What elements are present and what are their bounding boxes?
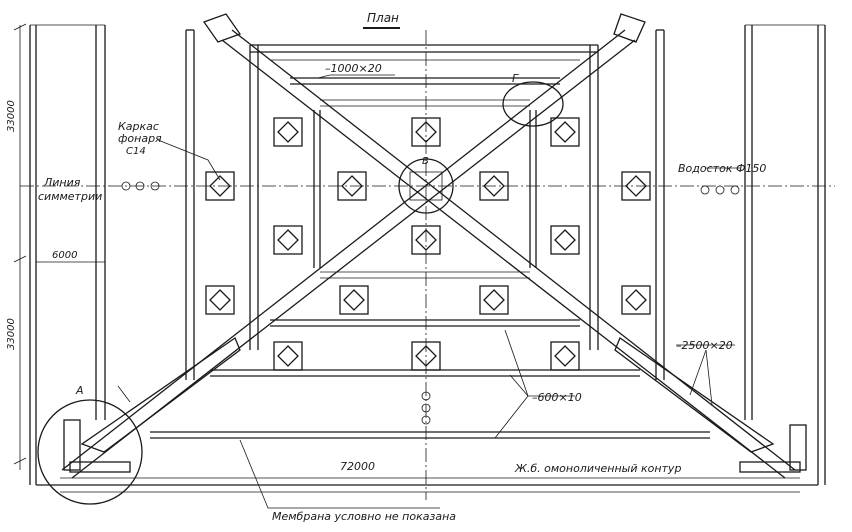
label-plate-top: –1000×20 <box>325 62 382 75</box>
label-plate-bottom: –600×10 <box>532 391 582 404</box>
label-lantern-frame-1: Каркас <box>118 120 159 133</box>
lantern-frame <box>411 225 441 255</box>
label-drain: Водосток Ф150 <box>678 162 766 175</box>
strut-end-caps <box>202 13 646 43</box>
lantern-frame <box>621 171 651 201</box>
label-node-a: А <box>75 384 84 397</box>
lantern-frame <box>479 285 509 315</box>
bottom-contour <box>36 419 818 486</box>
lantern-frame <box>205 171 235 201</box>
label-concrete-contour: Ж.б. омоноличенный контур <box>514 462 681 475</box>
node-g <box>502 81 564 127</box>
dimension-lower-half: 33000 <box>6 318 17 350</box>
lantern-frame <box>550 225 580 255</box>
right-edge-beams <box>744 24 826 485</box>
drain-symbols-bottom <box>421 391 431 425</box>
top-girders <box>250 44 598 107</box>
page-title: План <box>367 11 399 25</box>
drain-symbols-right <box>700 185 740 195</box>
lantern-frame <box>273 117 303 147</box>
label-membrane-note: Мембрана условно не показана <box>272 510 456 523</box>
label-node-g: Г <box>512 72 519 85</box>
label-symmetry-1: Линия <box>43 176 81 189</box>
lantern-frame <box>205 285 235 315</box>
dimension-offset: 6000 <box>52 250 77 261</box>
left-edge-beams <box>29 24 106 485</box>
diagonal-strut-ne-sw <box>61 29 636 479</box>
lantern-frame <box>273 341 303 371</box>
lantern-frame <box>550 117 580 147</box>
tapered-plate-right <box>614 337 775 453</box>
node-a <box>37 399 143 505</box>
node-v <box>398 158 454 214</box>
inner-frame-beams <box>185 29 665 380</box>
axis-lines <box>19 25 835 500</box>
label-lantern-frame-2: фонаря <box>118 132 162 145</box>
lantern-frame <box>479 171 509 201</box>
lantern-frame <box>411 117 441 147</box>
diagonal-strut-nw-se <box>221 29 796 479</box>
lantern-frame <box>273 225 303 255</box>
dimension-lines <box>13 23 800 493</box>
label-plate-right: –2500×20 <box>676 339 733 352</box>
lantern-frames <box>205 117 651 371</box>
label-lantern-frame-3: С14 <box>126 146 146 157</box>
drain-symbols-left <box>121 181 160 191</box>
tapered-plate-left <box>80 337 241 453</box>
bottom-girders <box>150 271 710 439</box>
lantern-frame <box>550 341 580 371</box>
dimension-total-width: 72000 <box>340 460 375 473</box>
lantern-frame <box>411 341 441 371</box>
inner-posts <box>313 110 537 268</box>
lantern-frame <box>337 171 367 201</box>
lantern-frame <box>339 285 369 315</box>
lantern-frame <box>621 285 651 315</box>
label-symmetry-2: симметрии <box>38 190 102 203</box>
label-node-v: В <box>422 156 429 167</box>
dimension-upper-half: 33000 <box>6 100 17 132</box>
leader-lines <box>117 74 740 509</box>
